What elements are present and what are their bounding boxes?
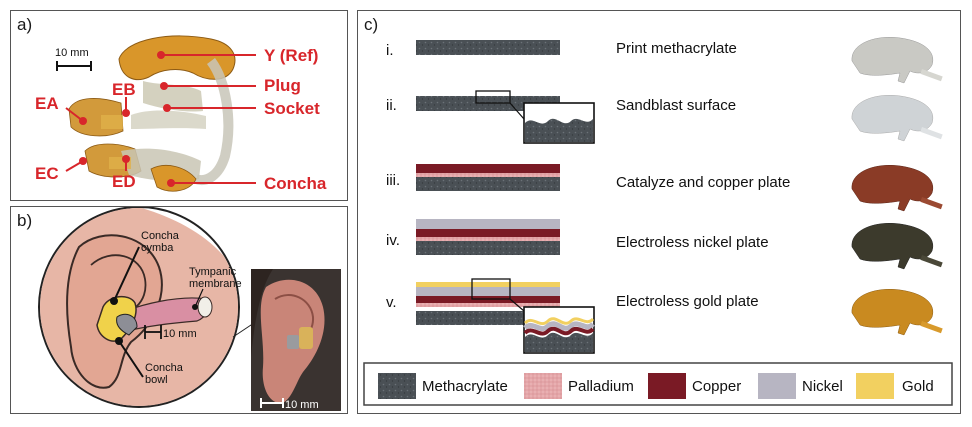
part-photos [851, 37, 943, 336]
inset-scale-label: 10 mm [163, 328, 197, 340]
panel-c: c) i. ii. iii. iv. v. [357, 10, 961, 414]
callout-ec: EC [35, 164, 59, 183]
annotation-tympanic-1: Tympanic [189, 266, 237, 278]
layer-stack-step-3 [416, 164, 560, 191]
legend-swatch-palladium [524, 373, 562, 399]
step-1-number: i. [386, 42, 394, 59]
legend-label-nickel: Nickel [802, 378, 843, 395]
layer-stack-step-2 [416, 90, 595, 144]
legend-swatch-methacrylate [378, 373, 416, 399]
step-4-text: Electroless nickel plate [616, 234, 769, 251]
step-3-number: iii. [386, 172, 400, 189]
annotation-concha-bowl-2: bowl [145, 374, 168, 386]
callout-concha: Concha [264, 174, 327, 193]
step-5-number: v. [386, 294, 397, 311]
scale-label: 10 mm [55, 47, 89, 59]
panel-a-label: a) [17, 15, 33, 34]
panel-b-label: b) [17, 211, 33, 230]
ear-device-render [68, 35, 236, 192]
part-photo-step-5 [851, 289, 943, 336]
photo-scale-label: 10 mm [285, 399, 319, 411]
legend-swatch-nickel [758, 373, 796, 399]
step-2-number: ii. [386, 97, 397, 114]
panel-c-figure: i. ii. iii. iv. v. [363, 37, 953, 406]
legend-label-palladium: Palladium [568, 378, 634, 395]
callout-eb: EB [112, 80, 136, 99]
legend-label-gold: Gold [902, 378, 934, 395]
layer-stack-step-4 [416, 219, 560, 255]
layer-stack-step-5 [416, 278, 595, 354]
panel-b-figure: Concha cymba Tympanic membrane Concha bo… [38, 207, 341, 411]
panel-b: b) Concha cymba Tympanic membrane Concha… [10, 206, 348, 414]
step-2-text: Sandblast surface [616, 97, 736, 114]
annotation-concha-bowl-1: Concha [145, 362, 184, 374]
ear-illustration [40, 208, 238, 406]
legend-swatch-copper [648, 373, 686, 399]
annotation-tympanic-2: membrane [189, 278, 242, 290]
panel-c-label: c) [364, 15, 379, 34]
legend-label-copper: Copper [692, 378, 741, 395]
panel-a-figure: 10 mm [35, 35, 327, 193]
ear-photo [251, 269, 341, 411]
step-4-number: iv. [386, 232, 400, 249]
part-photo-step-1 [851, 37, 943, 84]
part-photo-step-3 [851, 165, 943, 212]
legend-swatch-gold [856, 373, 894, 399]
step-5-text: Electroless gold plate [616, 293, 759, 310]
callout-ed: ED [112, 172, 136, 191]
legend: Methacrylate Palladium Copper Nickel Gol… [378, 373, 934, 399]
step-1-text: Print methacrylate [616, 40, 737, 57]
layer-stack-step-1 [416, 40, 560, 55]
callout-plug: Plug [264, 76, 301, 95]
callout-ea: EA [35, 94, 59, 113]
callout-y-ref: Y (Ref) [264, 46, 318, 65]
annotation-concha-cymba-2: cymba [141, 242, 174, 254]
callout-socket: Socket [264, 99, 320, 118]
part-photo-step-4 [851, 223, 943, 270]
step-3-text: Catalyze and copper plate [616, 174, 790, 191]
legend-label-methacrylate: Methacrylate [422, 378, 508, 395]
panel-a: a) 10 mm [10, 10, 348, 201]
annotation-concha-cymba-1: Concha [141, 230, 180, 242]
callout-lines [65, 51, 256, 187]
part-photo-step-2 [851, 95, 943, 142]
